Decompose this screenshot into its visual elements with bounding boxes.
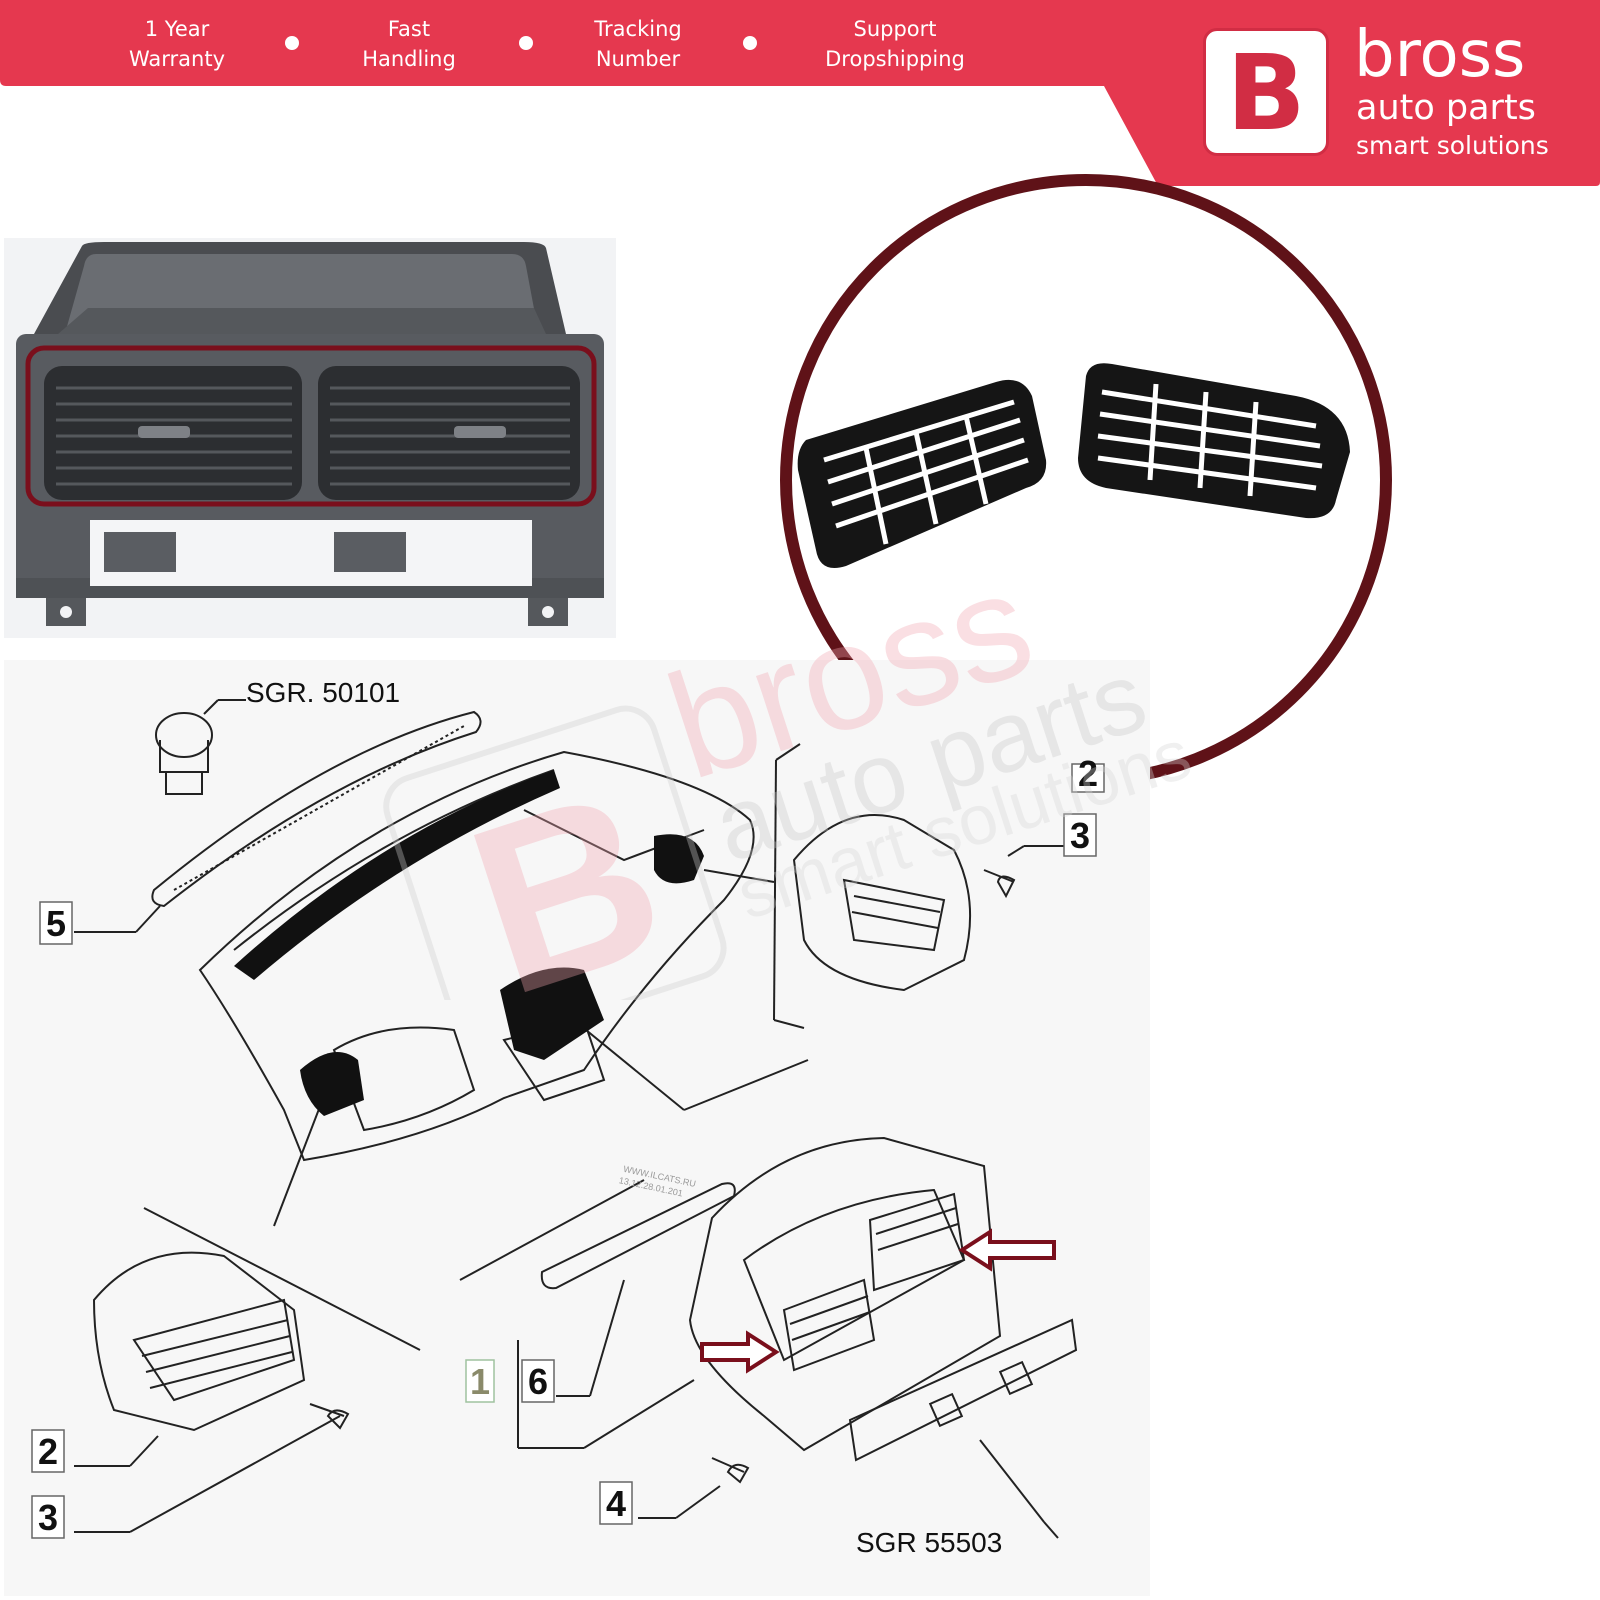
left-air-vent bbox=[797, 379, 1047, 568]
exploded-parts-diagram: 5 2 3 2 3 4 1 6 SGR. 50101 SGR 55503 WWW… bbox=[4, 660, 1150, 1596]
feature-handling-line1: Fast bbox=[387, 17, 431, 41]
indicator-arrow bbox=[958, 1228, 1056, 1272]
watermark-letter: B bbox=[443, 737, 691, 1000]
brand-tagline-autoparts: auto parts bbox=[1356, 88, 1536, 128]
bullet-dot bbox=[519, 36, 533, 50]
callout-2-lower: 2 bbox=[38, 1431, 58, 1472]
indicator-arrow bbox=[700, 1330, 780, 1374]
part-ref-bottom: SGR 55503 bbox=[856, 1527, 1002, 1558]
bullet-dot bbox=[743, 36, 757, 50]
feature-tracking-line1: Tracking bbox=[594, 17, 682, 41]
brand-name: bross bbox=[1354, 18, 1526, 92]
brand-logo-letter: B bbox=[1226, 32, 1306, 154]
brand-tagline-smart: smart solutions bbox=[1356, 131, 1549, 160]
promo-banner bbox=[0, 0, 1600, 186]
bullet-dot bbox=[285, 36, 299, 50]
brand-logo-mark: B bbox=[1203, 28, 1329, 156]
callout-5: 5 bbox=[46, 903, 66, 944]
vent-detail-circle bbox=[780, 174, 1392, 786]
right-air-vent bbox=[1078, 363, 1350, 519]
feature-dropshipping-line2: Dropshipping bbox=[825, 47, 965, 71]
part-ref-top: SGR. 50101 bbox=[246, 677, 400, 708]
callout-6: 6 bbox=[528, 1361, 548, 1402]
feature-dropshipping-line1: Support bbox=[853, 17, 937, 41]
console-panel-photo bbox=[4, 238, 616, 638]
callout-3-lower: 3 bbox=[38, 1497, 58, 1538]
callout-1: 1 bbox=[470, 1361, 490, 1402]
feature-warranty: 1 Year Warranty bbox=[77, 14, 277, 74]
callout-2-upper: 2 bbox=[1078, 753, 1098, 794]
feature-warranty-line2: Warranty bbox=[128, 47, 226, 71]
callout-3-upper: 3 bbox=[1070, 815, 1090, 856]
feature-dropshipping: Support Dropshipping bbox=[795, 14, 995, 74]
feature-handling: Fast Handling bbox=[309, 14, 509, 74]
feature-warranty-line1: 1 Year bbox=[144, 17, 210, 41]
feature-tracking: Tracking Number bbox=[538, 14, 738, 74]
callout-4: 4 bbox=[606, 1483, 626, 1524]
feature-handling-line2: Handling bbox=[362, 47, 456, 71]
feature-tracking-line2: Number bbox=[595, 47, 681, 71]
brand-watermark: B bross auto parts smart solutions bbox=[383, 538, 1200, 1000]
